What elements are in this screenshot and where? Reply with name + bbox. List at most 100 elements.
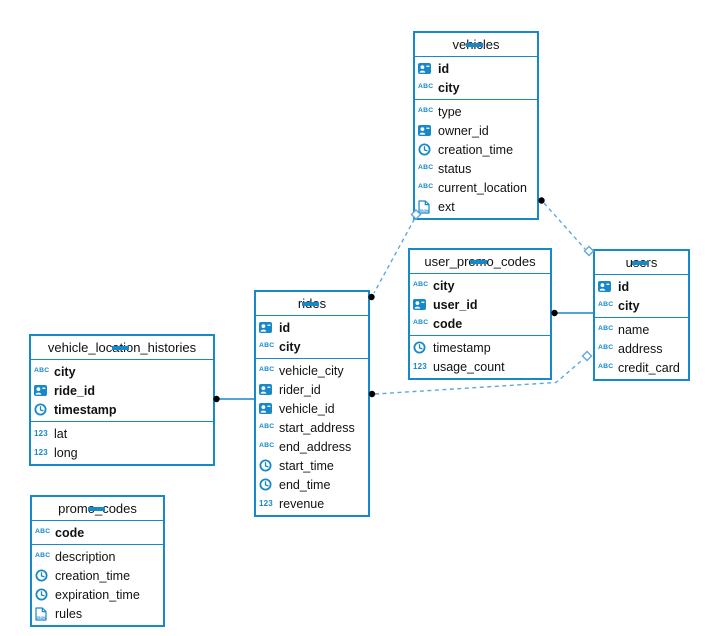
- abc-text-icon: ABC: [598, 325, 614, 333]
- abc-text-icon: ABC: [34, 367, 50, 375]
- field-expiration_time[interactable]: expiration_time: [32, 585, 163, 604]
- field-label: address: [618, 341, 663, 356]
- field-creation_time[interactable]: creation_time: [415, 140, 537, 159]
- field-label: id: [438, 61, 450, 76]
- table-header[interactable]: rides: [256, 292, 368, 316]
- abc-text-icon: ABC: [259, 442, 275, 450]
- clock-icon: [413, 341, 430, 354]
- field-rider_id[interactable]: rider_id: [256, 380, 368, 399]
- field-label: owner_id: [438, 123, 489, 138]
- clock-icon: [35, 569, 52, 582]
- field-city[interactable]: ABC city: [415, 78, 537, 97]
- field-label: city: [433, 278, 455, 293]
- id-badge-icon: [259, 384, 276, 395]
- json-document-icon: JSON: [35, 606, 52, 621]
- field-label: ride_id: [54, 383, 95, 398]
- field-owner_id[interactable]: owner_id: [415, 121, 537, 140]
- field-label: start_time: [279, 458, 334, 473]
- field-id[interactable]: id: [256, 318, 368, 337]
- abc-text-icon: ABC: [259, 366, 275, 374]
- field-usage_count[interactable]: 123 usage_count: [410, 357, 550, 376]
- table-header[interactable]: user_promo_codes: [410, 250, 550, 274]
- id-badge-icon: [418, 125, 435, 136]
- number-123-icon: 123: [413, 361, 427, 371]
- many-end-dot-marker: [551, 309, 558, 317]
- field-vehicle_city[interactable]: ABC vehicle_city: [256, 361, 368, 380]
- field-creation_time[interactable]: creation_time: [32, 566, 163, 585]
- clock-icon: [259, 459, 276, 472]
- field-label: usage_count: [433, 359, 505, 374]
- field-id[interactable]: id: [415, 59, 537, 78]
- field-label: start_address: [279, 420, 355, 435]
- field-vehicle_id[interactable]: vehicle_id: [256, 399, 368, 418]
- clock-icon: [259, 478, 276, 491]
- field-timestamp[interactable]: timestamp: [31, 400, 213, 419]
- abc-text-icon: ABC: [413, 319, 429, 327]
- field-start_address[interactable]: ABC start_address: [256, 418, 368, 437]
- field-start_time[interactable]: start_time: [256, 456, 368, 475]
- abc-text-icon: ABC: [418, 183, 434, 191]
- relation-user-promo-codes-to-users: [551, 309, 593, 317]
- field-label: status: [438, 161, 472, 176]
- field-label: city: [279, 339, 301, 354]
- field-id[interactable]: id: [595, 277, 688, 296]
- abc-text-icon: ABC: [418, 83, 434, 91]
- field-name[interactable]: ABC name: [595, 320, 688, 339]
- field-end_address[interactable]: ABC end_address: [256, 437, 368, 456]
- field-label: revenue: [279, 496, 325, 511]
- id-badge-icon: [259, 403, 276, 414]
- field-user_id[interactable]: user_id: [410, 295, 550, 314]
- field-end_time[interactable]: end_time: [256, 475, 368, 494]
- table-header[interactable]: users: [595, 251, 688, 275]
- number-123-icon: 123: [34, 447, 48, 457]
- relation-vehicle-location-histories-to-rides: [213, 395, 254, 403]
- field-label: id: [618, 279, 630, 294]
- field-revenue[interactable]: 123 revenue: [256, 494, 368, 513]
- field-label: city: [438, 80, 460, 95]
- table-header[interactable]: promo_codes: [32, 497, 163, 521]
- field-label: current_location: [438, 180, 527, 195]
- field-label: creation_time: [55, 568, 131, 583]
- abc-text-icon: ABC: [259, 423, 275, 431]
- table-icon: [470, 259, 487, 264]
- field-code[interactable]: ABC code: [410, 314, 550, 333]
- clock-icon: [35, 588, 52, 601]
- abc-text-icon: ABC: [418, 107, 434, 115]
- table-header[interactable]: vehicles: [415, 33, 537, 57]
- field-ride_id[interactable]: ride_id: [31, 381, 213, 400]
- json-document-icon: JSON: [418, 199, 435, 214]
- field-label: timestamp: [54, 402, 117, 417]
- field-label: name: [618, 322, 650, 337]
- field-label: vehicle_city: [279, 363, 344, 378]
- abc-text-icon: ABC: [598, 363, 614, 371]
- clock-icon: [34, 403, 51, 416]
- field-label: id: [279, 320, 291, 335]
- number-123-icon: 123: [259, 498, 273, 508]
- field-label: end_address: [279, 439, 352, 454]
- table-header[interactable]: vehicle_location_histories: [31, 336, 213, 360]
- field-timestamp[interactable]: timestamp: [410, 338, 550, 357]
- field-label: city: [618, 298, 640, 313]
- field-current_location[interactable]: ABC current_location: [415, 178, 537, 197]
- field-label: code: [433, 316, 463, 331]
